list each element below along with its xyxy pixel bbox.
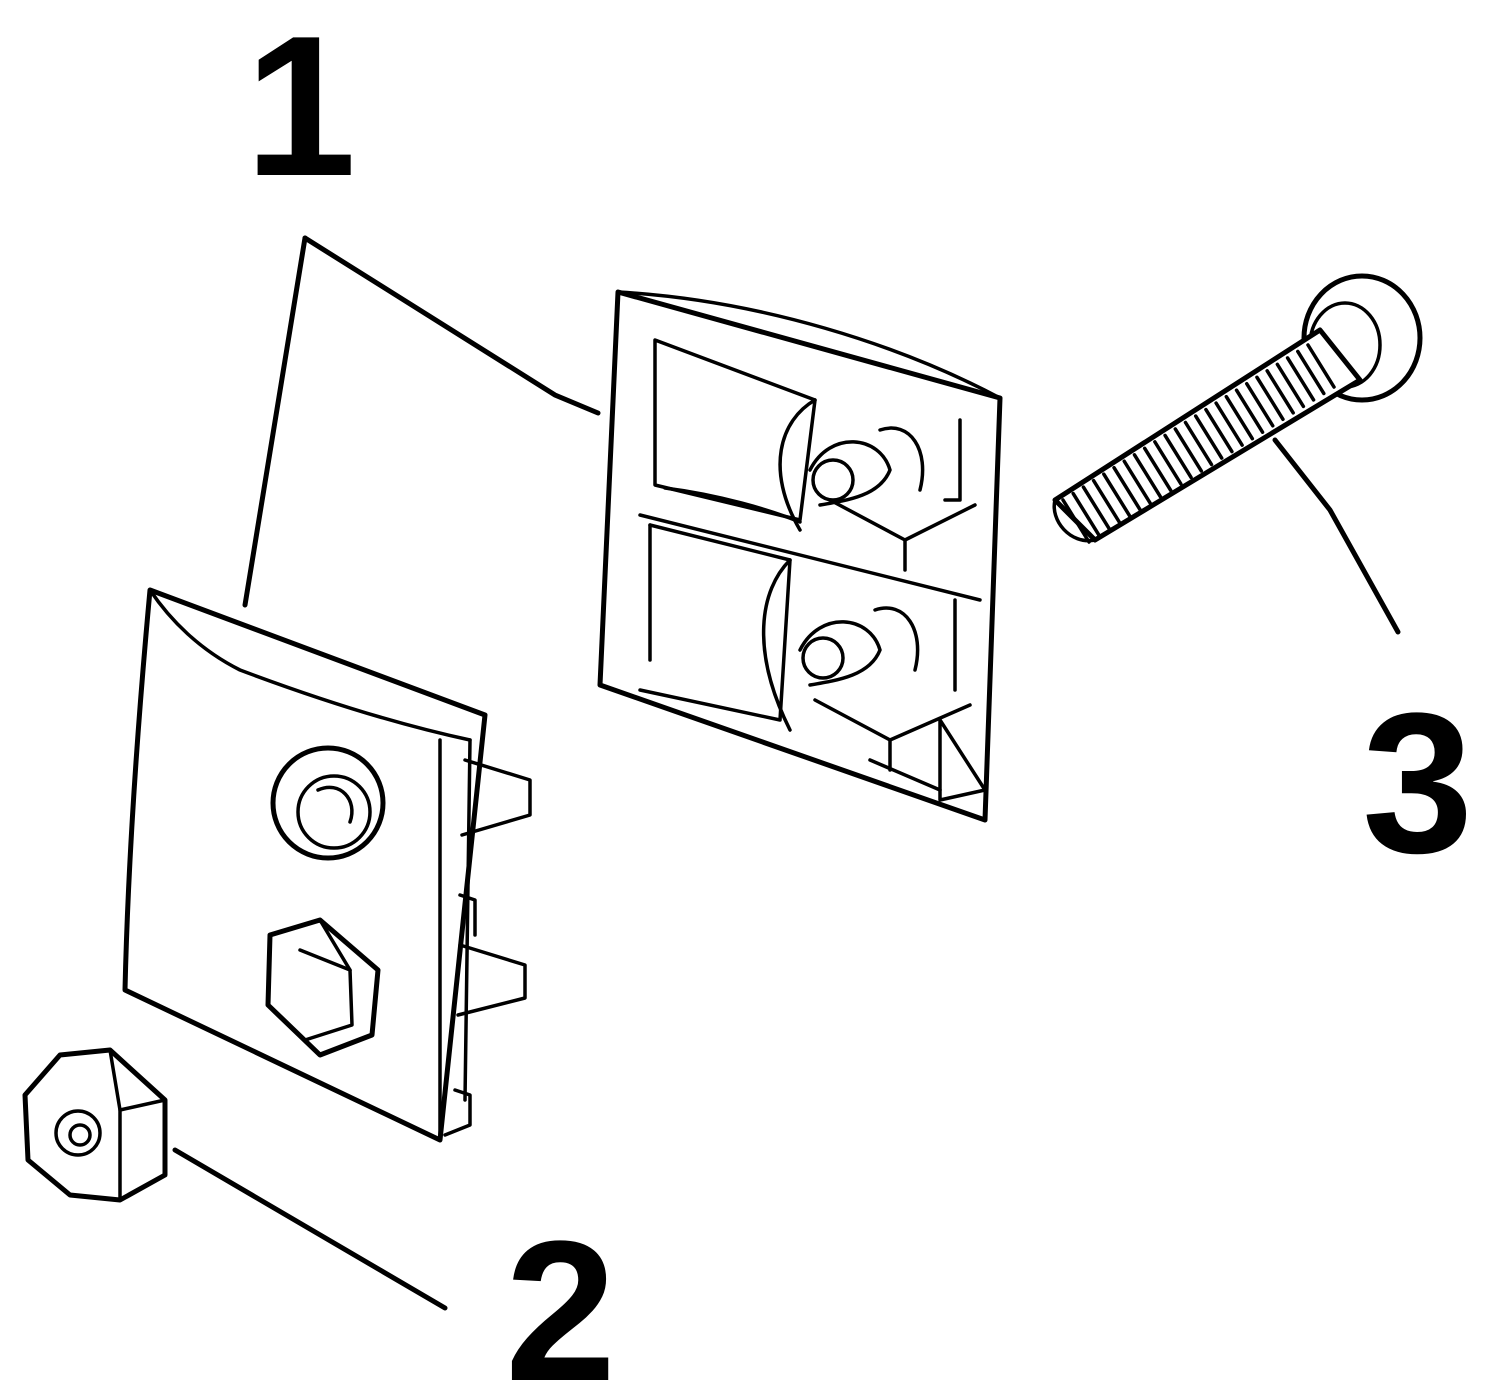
- bolt-thread-line: [1255, 375, 1285, 422]
- bolt-thread-line: [1204, 407, 1234, 454]
- bolt-thread-line: [1214, 401, 1244, 447]
- bolt-thread-line: [1071, 491, 1101, 538]
- bolt-thread-line: [1275, 362, 1306, 409]
- bolt-thread-line: [1296, 349, 1326, 396]
- leader-lines: [172, 235, 1401, 1311]
- bolt-thread-line: [1122, 459, 1152, 505]
- bolt-thread-line: [1183, 420, 1214, 467]
- callout-label-1: 1: [245, 0, 356, 218]
- bolt-thread: [1061, 343, 1336, 544]
- bracket-rear-part: [597, 289, 1003, 823]
- bolt-thread-line: [1112, 465, 1142, 512]
- callout-label-3: 3: [1362, 672, 1473, 895]
- bolt-thread-line: [1132, 453, 1163, 499]
- bolt-thread-line: [1306, 343, 1336, 389]
- bolt-thread-line: [1091, 478, 1122, 525]
- bolt-thread-line: [1224, 394, 1255, 441]
- callout-label-2: 2: [505, 1200, 616, 1399]
- bolt-thread-line: [1081, 485, 1112, 531]
- bolt-thread-line: [1142, 446, 1173, 493]
- leader-line-1-bracket: [302, 235, 601, 416]
- bolt-thread-line: [1193, 414, 1224, 460]
- bolt-thread-line: [1102, 472, 1132, 518]
- leader-line-2: [172, 1147, 448, 1311]
- bolt-thread-line: [1245, 382, 1275, 428]
- bolt-part: [1052, 273, 1423, 544]
- leader-line-3: [1272, 437, 1401, 635]
- bolt-thread-line: [1153, 440, 1183, 486]
- bolt-thread-line: [1173, 427, 1204, 473]
- bolt-thread-line: [1163, 433, 1193, 480]
- cover-plate-part: [122, 587, 532, 1143]
- bolt-thread-line: [1061, 498, 1091, 544]
- bolt-thread-line: [1265, 369, 1295, 415]
- bolt-thread-line: [1285, 356, 1316, 402]
- hex-nut-part: [22, 1047, 168, 1203]
- leader-line-1-cover: [242, 235, 308, 608]
- bolt-thread-line: [1234, 388, 1265, 434]
